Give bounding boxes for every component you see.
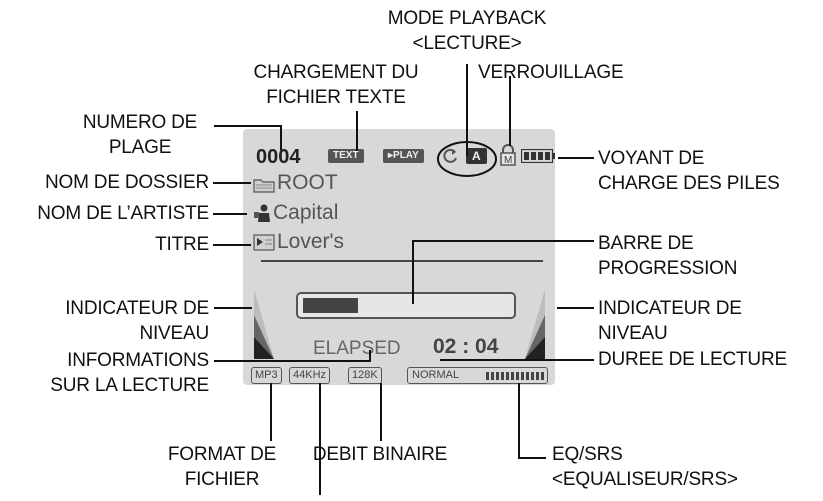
bitrate-box: 128K (348, 367, 382, 384)
mode-badge: A (466, 148, 487, 164)
title-icon (253, 234, 275, 251)
leader-track-h (214, 125, 281, 127)
folder-icon (253, 179, 275, 193)
label-artist: NOM DE L’ARTISTE (37, 203, 209, 224)
label-battery-1: VOYANT DE (598, 148, 705, 169)
track-number: 0004 (256, 146, 301, 168)
label-folder: NOM DE DOSSIER (45, 172, 209, 193)
leader-duration (440, 359, 594, 361)
leader-info-v (369, 350, 371, 362)
sample-rate-box: 44KHz (289, 367, 331, 384)
progress-bar (296, 292, 516, 319)
progress-fill (303, 298, 358, 313)
leader-title (213, 244, 251, 246)
leader-sample-rate (319, 383, 321, 495)
play-badge: ▸PLAY (383, 149, 424, 163)
artist-name: Capital (273, 201, 339, 224)
leader-level-left (214, 307, 252, 309)
leader-bitrate (380, 383, 382, 441)
label-bitrate: DEBIT BINAIRE (312, 444, 448, 465)
artist-icon (254, 204, 270, 222)
leader-format (270, 383, 272, 441)
repeat-icon (443, 148, 457, 163)
label-level-left-1: INDICATEUR DE (65, 298, 209, 319)
label-info-1: INFORMATIONS (67, 350, 209, 371)
battery-icon (521, 149, 555, 163)
label-title: TITRE (155, 234, 209, 255)
leader-folder (213, 182, 251, 184)
lock-icon (500, 144, 516, 166)
format-box: MP3 (251, 367, 282, 384)
label-info-2: SUR LA LECTURE (50, 375, 209, 396)
leader-progress-h (412, 240, 594, 242)
label-mode-playback-1: MODE PLAYBACK (387, 8, 547, 29)
leader-eq-v (518, 383, 520, 459)
leader-text (356, 111, 358, 151)
label-level-right-1: INDICATEUR DE (598, 298, 742, 319)
label-eq-1: EQ/SRS (552, 444, 623, 465)
label-file-format-1: FORMAT DE (167, 444, 277, 465)
title-text: Lover's (277, 230, 345, 253)
label-progress-1: BARRE DE (598, 233, 694, 254)
label-lock: VERROUILLAGE (478, 62, 624, 83)
separator-line (261, 260, 543, 262)
label-text-load-2: FICHIER TEXTE (266, 87, 406, 108)
lcd-screen: 0004 TEXT ▸PLAY A M ROOT (243, 129, 555, 385)
folder-name: ROOT (277, 171, 338, 194)
text-badge: TEXT (328, 149, 364, 163)
leader-progress-v (412, 240, 414, 304)
leader-eq-h (518, 457, 546, 459)
label-duration: DUREE DE LECTURE (598, 349, 787, 370)
leader-artist (213, 213, 247, 215)
label-level-right-2: NIVEAU (598, 323, 668, 344)
label-track-no-1: NUMERO DE (82, 112, 198, 133)
leader-info-h (214, 360, 370, 362)
label-file-format-2: FICHIER (184, 469, 260, 490)
label-track-no-2: PLAGE (108, 137, 172, 158)
label-progress-2: PROGRESSION (598, 258, 738, 279)
level-meter-right (525, 289, 545, 359)
label-mode-playback-2: <LECTURE> (412, 33, 522, 54)
eq-bars-icon (486, 372, 544, 380)
eq-mode: NORMAL (412, 369, 460, 381)
elapsed-label: ELAPSED (313, 338, 401, 359)
eq-box: NORMAL (407, 367, 548, 384)
leader-level-right (557, 307, 594, 309)
leader-lock (509, 76, 511, 146)
level-meter-left (252, 285, 276, 359)
label-eq-2: <EQUALISEUR/SRS> (552, 469, 738, 490)
lock-letter: M (504, 155, 513, 166)
leader-track-v (280, 125, 282, 150)
label-text-load-1: CHARGEMENT DU (253, 62, 419, 83)
leader-mode (466, 64, 468, 156)
label-level-left-2: NIVEAU (139, 323, 209, 344)
label-battery-2: CHARGE DES PILES (598, 173, 780, 194)
leader-battery (558, 157, 594, 159)
playback-time: 02 : 04 (433, 335, 499, 358)
